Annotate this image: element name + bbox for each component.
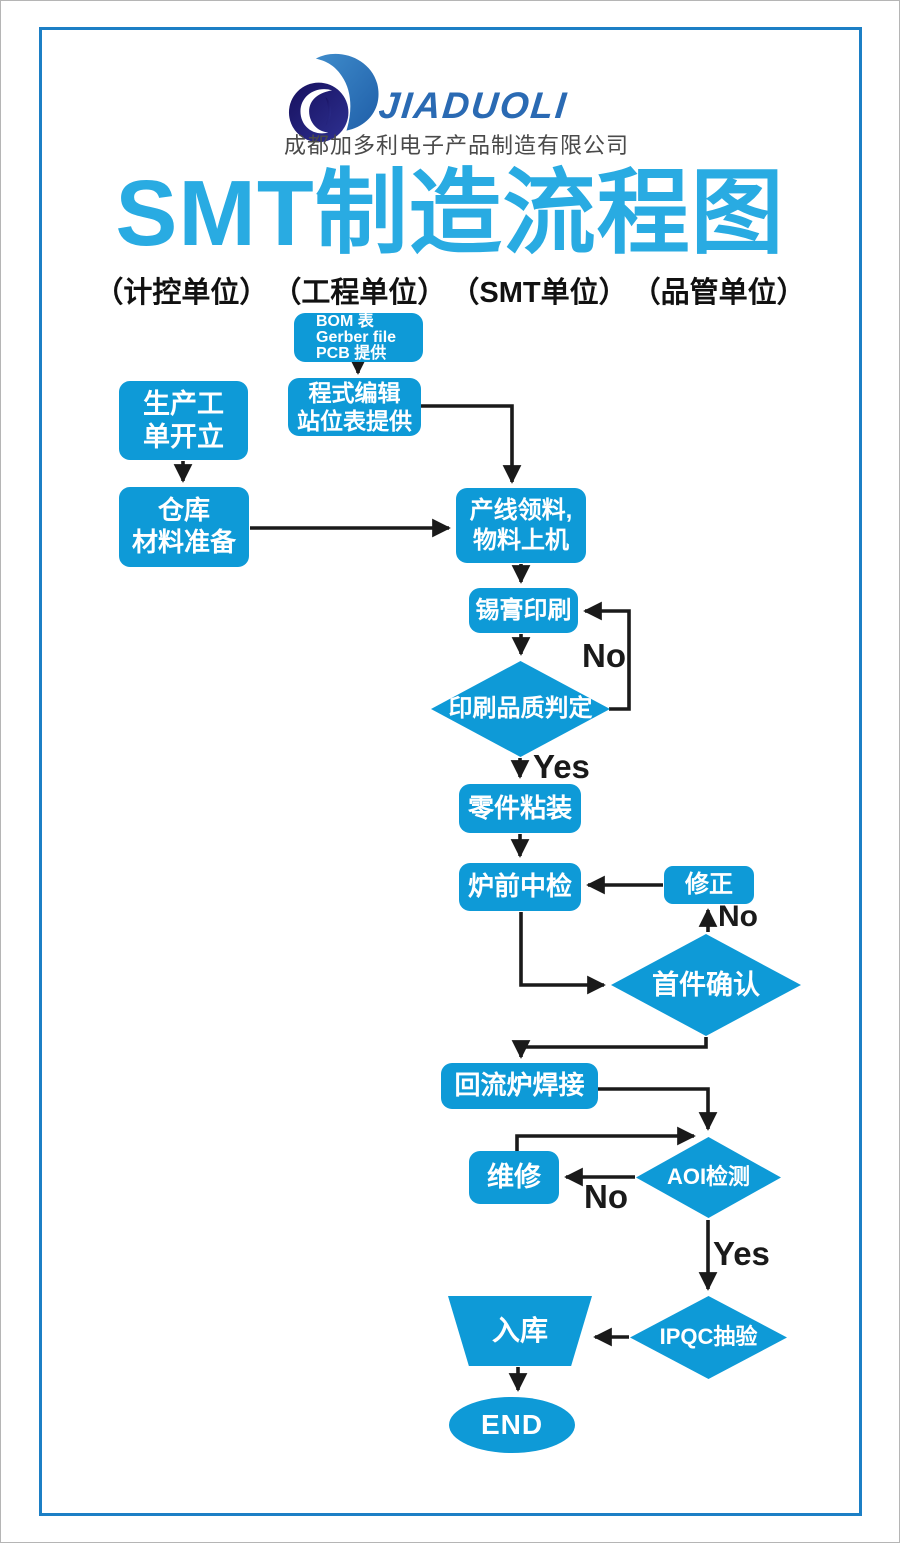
flow-node-label: AOI检测: [666, 1164, 751, 1190]
edge-label-aoi-no: No: [584, 1178, 628, 1215]
flow-node-label: END: [480, 1408, 544, 1440]
flow-node-label: 锡膏印刷: [475, 596, 572, 624]
edge-label-print-yes: Yes: [533, 748, 590, 785]
flow-node-rework-fix: 修正: [664, 866, 754, 904]
unit-label-planning: （计控单位）: [94, 277, 269, 309]
edge-label-first-article-no: No: [718, 900, 758, 933]
page-title: SMT制造流程图: [115, 161, 785, 265]
unit-label-engineering: （工程单位）: [272, 277, 447, 309]
flow-node-label: 首件确认: [652, 969, 760, 1000]
flow-node-line: 生产工: [143, 388, 224, 419]
flow-decision-print-quality: 印刷品质判定: [431, 661, 610, 757]
flow-node-program-edit: 程式编辑 站位表提供: [288, 378, 421, 436]
flow-node-label: 印刷品质判定: [448, 695, 593, 723]
logo-wordmark: JIADUOLI: [376, 85, 570, 126]
flow-decision-aoi-inspection: AOI检测: [636, 1137, 781, 1218]
edge-label-aoi-yes: Yes: [713, 1235, 770, 1272]
flow-node-label: 零件粘装: [467, 792, 572, 823]
flow-node-solder-print: 锡膏印刷: [469, 588, 578, 633]
flow-node-warehouse-prep: 仓库 材料准备: [119, 487, 249, 567]
unit-legend: （计控单位） （工程单位） （SMT单位） （品管单位）: [1, 269, 899, 311]
flow-node-line: BOM 表: [316, 312, 374, 330]
flow-node-line: 材料准备: [131, 527, 236, 557]
flow-node-line: 程式编辑: [308, 379, 401, 406]
flow-node-line: 站位表提供: [297, 408, 412, 434]
flow-node-label: 回流炉焊接: [454, 1070, 585, 1101]
unit-label-quality: （品管单位）: [631, 277, 806, 309]
flow-node-work-order: 生产工 单开立: [119, 381, 248, 460]
flow-decision-first-article: 首件确认: [611, 934, 801, 1036]
flow-node-bom: BOM 表 Gerber file PCB 提供: [294, 313, 423, 362]
flow-node-reflow-soldering: 回流炉焊接: [441, 1063, 598, 1109]
unit-label-smt: （SMT单位）: [450, 277, 628, 309]
flow-node-line: 仓库: [157, 495, 210, 526]
edge-label-print-no: No: [582, 637, 626, 674]
company-name: 成都加多利电子产品制造有限公司: [284, 133, 630, 158]
flow-node-line: PCB 提供: [316, 344, 387, 362]
flow-node-label: IPQC抽验: [659, 1324, 758, 1350]
flow-node-line-feeding: 产线领料, 物料上机: [456, 488, 586, 563]
flow-node-component-mount: 零件粘装: [459, 784, 581, 833]
flow-node-line: 产线领料,: [469, 497, 573, 525]
flow-node-label: 维修: [487, 1162, 541, 1193]
flow-node-label: 修正: [685, 871, 733, 899]
flow-decision-ipqc-sampling: IPQC抽验: [630, 1296, 787, 1379]
flow-node-repair: 维修: [469, 1151, 559, 1204]
flow-node-pre-oven-check: 炉前中检: [459, 863, 581, 911]
flow-node-line: 单开立: [143, 421, 224, 452]
flow-node-label: 入库: [491, 1314, 548, 1346]
flow-node-line: Gerber file: [316, 328, 397, 346]
jiaduoli-logo-icon: [288, 53, 379, 143]
flow-node-end: END: [449, 1397, 575, 1453]
flow-node-warehouse-in: 入库: [448, 1296, 592, 1366]
flow-node-line: 物料上机: [473, 526, 569, 554]
flow-node-label: 炉前中检: [467, 871, 572, 902]
